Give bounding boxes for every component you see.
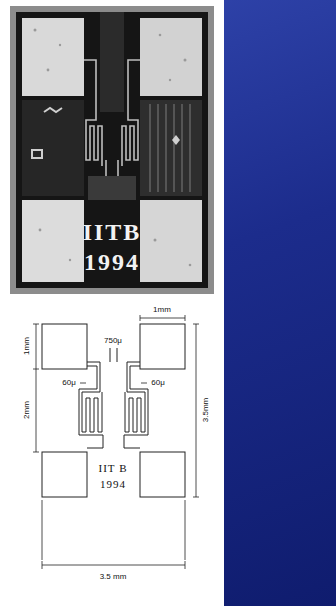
dimension-label: 750μ [104, 337, 122, 345]
dimension-label: 1mm [153, 306, 171, 314]
slide-panel [0, 0, 224, 606]
drawing-marking: IIT B [99, 463, 128, 474]
chip-marking: IITB [83, 220, 142, 244]
chip-photo [10, 6, 214, 294]
dimension-lines [33, 315, 199, 569]
dimension-label: 3.5 mm [100, 573, 127, 581]
chip-drawing [42, 324, 185, 497]
drawing-marking: 1994 [100, 479, 126, 490]
dimension-label: 60μ [62, 379, 76, 387]
dimension-label: 3.5mm [202, 398, 210, 422]
chip-marking: 1994 [84, 250, 140, 274]
dimension-label: 1mm [23, 337, 31, 355]
dimension-label: 60μ [151, 379, 165, 387]
dimension-label: 2mm [23, 401, 31, 419]
